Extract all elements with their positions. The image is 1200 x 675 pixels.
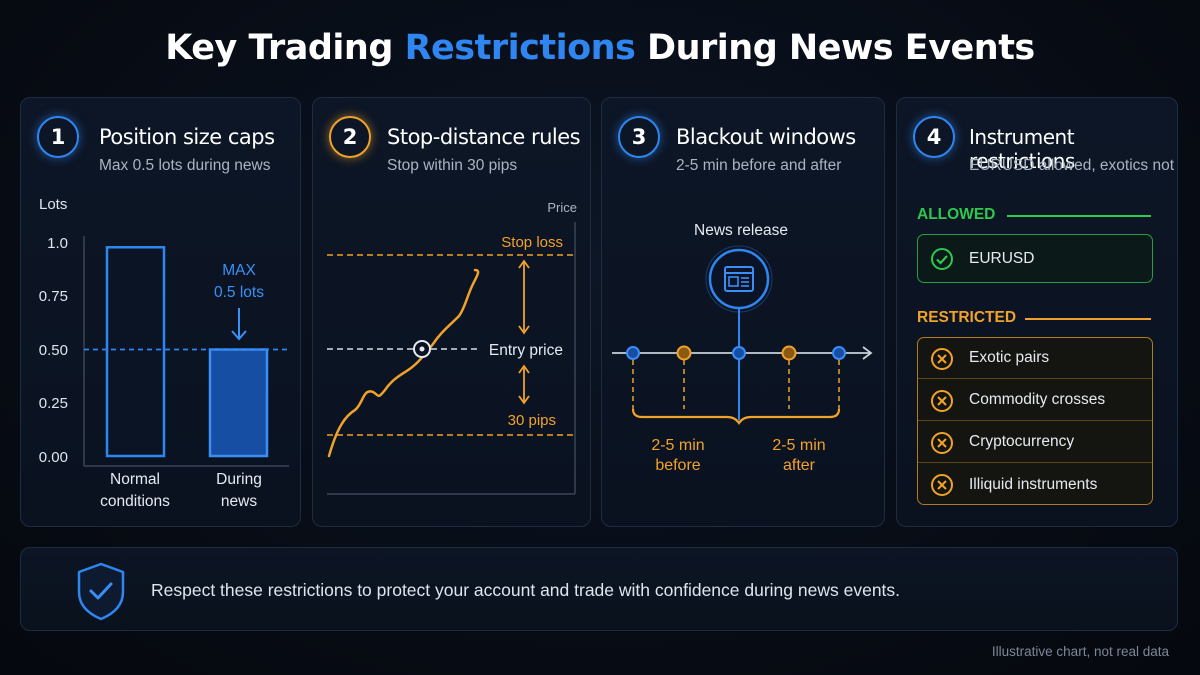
card-blackout-windows: 3 Blackout windows 2-5 min before and af…: [601, 97, 885, 527]
card-subtitle: Stop within 30 pips: [387, 157, 518, 174]
card-subtitle: 2-5 min before and after: [676, 157, 842, 174]
y-axis-label: Lots: [39, 196, 67, 213]
list-item-allowed: EURUSD: [918, 238, 1152, 279]
down-arrow-icon: [231, 308, 247, 341]
list-item-restricted: Cryptocurrency: [918, 422, 1152, 463]
y-ticks: 1.0 0.75 0.50 0.25 0.00: [39, 235, 68, 466]
y-tick: 0.25: [39, 395, 68, 412]
card-number-badge: 4: [913, 116, 955, 158]
card-stop-distance: 2 Stop-distance rules Stop within 30 pip…: [312, 97, 591, 527]
stop-distance-chart: Price Stop loss Entry price 30 pips: [327, 200, 577, 495]
disclaimer-note: Illustrative chart, not real data: [991, 644, 1169, 659]
restricted-list: Exotic pairs Commodity crosses Cryptocur…: [917, 337, 1153, 505]
x-circle-icon: [931, 432, 953, 454]
after-label: 2-5 min: [772, 437, 825, 454]
entry-point-marker: [413, 340, 431, 358]
pips-label: 30 pips: [508, 412, 556, 429]
blackout-timeline: News release 2-5 min: [612, 222, 873, 474]
x-circle-icon: [931, 390, 953, 412]
y-tick: 0.00: [39, 449, 68, 466]
x-label-normal-2: conditions: [100, 493, 170, 510]
card-number-badge: 3: [618, 116, 660, 158]
list-item-restricted: Illiquid instruments: [918, 464, 1152, 505]
card-instrument-restrictions: 4 Instrument restrictions EURUSD allowed…: [896, 97, 1178, 527]
news-icon: [705, 245, 773, 313]
allowed-list: EURUSD: [917, 234, 1153, 283]
stop-distance-arrow-top: [518, 259, 530, 335]
card-title: Position size caps: [99, 125, 275, 149]
x-circle-icon: [931, 348, 953, 370]
card-position-size: 1 Position size caps Max 0.5 lots during…: [20, 97, 301, 527]
stop-distance-arrow-bottom: [518, 364, 530, 405]
stop-loss-label: Stop loss: [501, 234, 563, 251]
x-label-news-2: news: [221, 493, 257, 510]
shield-check-icon: [77, 562, 125, 621]
y-tick: 1.0: [47, 235, 68, 252]
y-tick: 0.75: [39, 288, 68, 305]
x-label-normal: Normal: [110, 471, 160, 488]
page-title: Key Trading Restrictions During News Eve…: [165, 28, 1035, 68]
bar-normal-conditions: [105, 246, 166, 458]
card-title: Stop-distance rules: [387, 125, 581, 149]
x-circle-icon: [931, 474, 953, 496]
timeline-arrowhead: [862, 346, 873, 360]
list-item-restricted: Exotic pairs: [918, 338, 1152, 379]
x-label-news: During: [216, 471, 262, 488]
window-markers: [632, 360, 840, 409]
title-highlight: Restrictions: [404, 28, 636, 68]
after-label-2: after: [783, 457, 816, 474]
before-label-2: before: [655, 457, 700, 474]
price-curve: [327, 268, 480, 458]
restricted-heading: RESTRICTED: [917, 309, 1153, 329]
blackout-brace: [631, 408, 841, 425]
price-axis-label: Price: [547, 200, 577, 215]
bar-during-news: [208, 348, 269, 458]
entry-price-label: Entry price: [489, 342, 563, 359]
y-tick: 0.50: [39, 342, 68, 359]
card-number-badge: 2: [329, 116, 371, 158]
footer-banner: Respect these restrictions to protect yo…: [20, 547, 1178, 631]
footer-text: Respect these restrictions to protect yo…: [151, 580, 901, 600]
position-size-chart: Lots 1.0 0.75 0.50 0.25 0.00 MAX 0.5 lot…: [39, 196, 289, 510]
cap-label-max: MAX: [222, 262, 256, 279]
timeline-dots: [626, 345, 846, 361]
check-circle-icon: [931, 248, 953, 270]
cap-label-value: 0.5 lots: [214, 284, 264, 301]
card-number-badge: 1: [37, 116, 79, 158]
card-subtitle: EURUSD allowed, exotics not: [969, 157, 1175, 174]
card-title: Blackout windows: [676, 125, 856, 149]
news-release-label: News release: [694, 222, 788, 239]
list-item-restricted: Commodity crosses: [918, 380, 1152, 421]
allowed-heading: ALLOWED: [917, 206, 1153, 226]
card-subtitle: Max 0.5 lots during news: [99, 157, 271, 174]
before-label: 2-5 min: [651, 437, 704, 454]
card-title: Instrument restrictions: [969, 125, 1075, 173]
